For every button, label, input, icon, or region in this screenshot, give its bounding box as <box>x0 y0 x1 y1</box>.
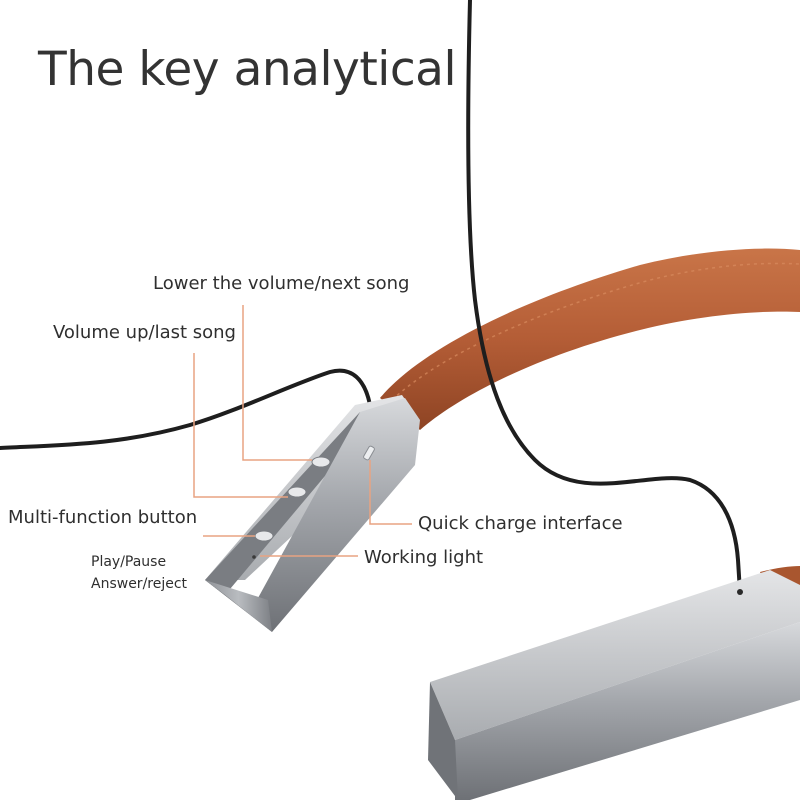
volume-down-button <box>311 456 331 468</box>
charge-port <box>363 445 375 461</box>
callout-multi-function: Multi-function button <box>8 507 198 528</box>
right-earpiece <box>428 570 800 800</box>
callout-answer-reject: Answer/reject <box>91 576 188 592</box>
long-cable <box>466 0 742 594</box>
left-cable <box>0 368 372 450</box>
page-title: The key analytical <box>38 42 457 97</box>
leader-lines <box>193 305 412 557</box>
leader-lower-volume <box>242 305 312 461</box>
leather-band <box>380 248 800 430</box>
callout-working-light: Working light <box>364 547 484 568</box>
working-light-dot <box>252 555 256 559</box>
callout-play-pause: Play/Pause <box>91 554 167 570</box>
leader-quick-charge <box>369 460 412 525</box>
left-earpiece <box>205 395 420 632</box>
volume-up-button <box>287 486 307 498</box>
callout-volume-up: Volume up/last song <box>53 322 236 343</box>
leader-volume-up <box>193 353 288 498</box>
callout-quick-charge: Quick charge interface <box>418 513 623 534</box>
callout-lower-volume: Lower the volume/next song <box>153 273 410 294</box>
multi-function-button-shape <box>254 530 274 542</box>
